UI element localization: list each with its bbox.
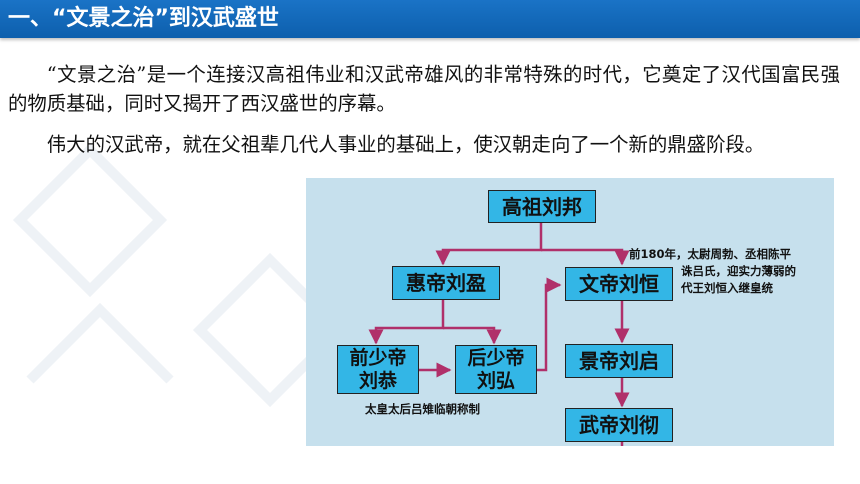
- node-qianshao-line1: 前少帝: [349, 346, 407, 369]
- node-wudi: 武帝刘彻: [565, 408, 673, 442]
- note-lvhou: 太皇太后吕雉临朝称制: [365, 402, 480, 416]
- node-huidi: 惠帝刘盈: [392, 266, 500, 300]
- node-wendi: 文帝刘恒: [565, 267, 673, 301]
- connector-huidi-houshao: [443, 326, 502, 345]
- paragraph-2: 伟大的汉武帝，就在父祖辈几代人事业的基础上，使汉朝走向了一个新的鼎盛阶段。: [46, 133, 765, 156]
- node-jingdi: 景帝刘启: [565, 344, 673, 378]
- header-bar: 一、“文景之治”到汉武盛世: [0, 0, 860, 38]
- node-houshao: 后少帝 刘弘: [455, 345, 537, 394]
- node-qianshao: 前少帝 刘恭: [337, 345, 419, 394]
- lineage-diagram: 高祖刘邦 惠帝刘盈 文帝刘恒 前少帝 刘恭 后少帝 刘弘 景帝刘启 武帝刘彻 前…: [306, 178, 834, 446]
- note-wendi-line3: 代王刘恒入继皇统: [681, 281, 773, 295]
- diagram-connectors: [368, 222, 630, 446]
- paragraph-1: “文景之治”是一个连接汉高祖伟业和汉武帝雄风的非常特殊的时代，它奠定了汉代国富民…: [8, 63, 840, 115]
- connector-gaozu-wendi: [541, 248, 630, 266]
- node-houshao-line2: 刘弘: [476, 369, 515, 392]
- note-wendi-line2: 诛吕氏，迎实力薄弱的: [681, 264, 796, 278]
- node-qianshao-line2: 刘恭: [358, 369, 397, 392]
- node-gaozu: 高祖刘邦: [488, 190, 596, 223]
- connector-houshao-wendi: [537, 277, 562, 372]
- node-houshao-line1: 后少帝: [467, 346, 525, 369]
- note-wendi-line1: 前180年，太尉周勃、丞相陈平: [629, 247, 792, 261]
- page-title: 一、“文景之治”到汉武盛世: [8, 6, 279, 31]
- connector-huidi-qianshao: [368, 300, 445, 345]
- connector-gaozu-huidi: [435, 222, 543, 266]
